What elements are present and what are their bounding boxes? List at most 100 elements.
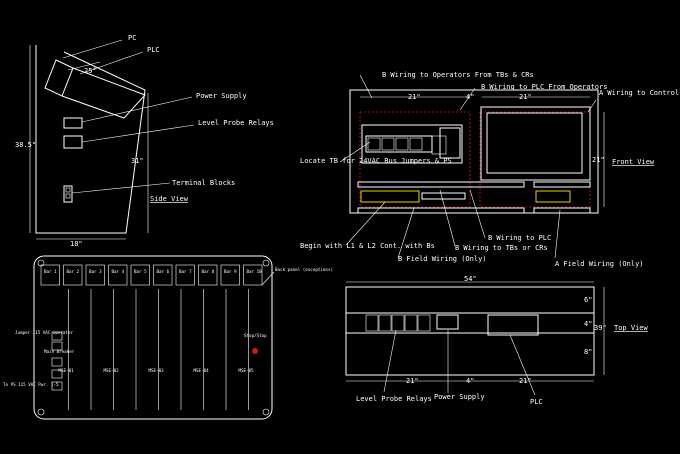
top-view-band xyxy=(345,312,595,334)
dim-d3: 8" xyxy=(584,348,592,356)
leader-b-plc xyxy=(469,189,486,239)
label-terminal-blocks: Terminal Blocks xyxy=(172,179,235,187)
dim-angle: 25° xyxy=(84,67,97,75)
label-top-relays: Level Probe Relays xyxy=(356,395,432,403)
channel-label: Bar 6 xyxy=(157,269,170,274)
dim-mid: 31" xyxy=(131,157,144,165)
dim-d2: 4" xyxy=(584,320,592,328)
rail-bottom-right xyxy=(533,207,591,214)
leader-terminal xyxy=(71,182,171,194)
terminal-block-cell xyxy=(65,187,71,193)
channel-label: Bar 4 xyxy=(112,269,125,274)
relay-1 xyxy=(367,137,381,151)
channel-code: MSE-01 xyxy=(59,368,75,373)
red-zone-left xyxy=(359,111,471,208)
dim-b3: 21" xyxy=(519,377,532,385)
relay-box xyxy=(63,135,83,149)
pc-panel-frame xyxy=(480,106,591,181)
label-stop-button: Stop/Stop xyxy=(244,333,267,338)
channel-header xyxy=(243,264,263,286)
panel-outline xyxy=(33,255,273,420)
label-power-supply: Power Supply xyxy=(196,92,247,100)
terminal-block-cell xyxy=(65,193,71,199)
switch-5 xyxy=(51,381,63,391)
channel-code: MSE-04 xyxy=(194,368,210,373)
side-view-title: Side View xyxy=(150,195,189,203)
channel-label: Bar 5 xyxy=(134,269,147,274)
dim-width: 54" xyxy=(464,275,477,283)
dim-mid: 4" xyxy=(466,93,474,101)
terminal-strip-right xyxy=(535,190,571,203)
leader-pc xyxy=(62,39,123,59)
front-view: 21" 4" 21" 21" B Wiring to Operators Fro… xyxy=(300,71,680,268)
leader-locate-tb xyxy=(339,141,371,163)
label-begin: Begin with L1 & L2 Cont. with Bs xyxy=(300,242,435,250)
channel-label: Bar 2 xyxy=(67,269,80,274)
dim-base: 18" xyxy=(70,240,83,248)
channel-header xyxy=(198,264,218,286)
rail-bottom-left xyxy=(357,207,525,214)
switch-4 xyxy=(51,369,63,379)
stop-button-lamp xyxy=(252,348,258,354)
side-view: 38.5" 18" 25° 31" PC PLC Power Supply Le… xyxy=(15,34,274,248)
channel-label: Bar 9 xyxy=(224,269,237,274)
top-power-supply xyxy=(436,314,459,330)
top-relay-3 xyxy=(391,314,405,332)
label-to-ps: To PS 115 VAC Pwr. 1-5 xyxy=(3,382,59,387)
channel-header xyxy=(108,264,128,286)
leader-begin xyxy=(345,201,386,246)
channel-header xyxy=(130,264,150,286)
panel-screw-br xyxy=(262,408,270,416)
relay-2 xyxy=(381,137,395,151)
pc-monitor-screen xyxy=(486,112,583,174)
channel-code: MSE-05 xyxy=(239,368,255,373)
relay-3 xyxy=(395,137,409,151)
label-main-breaker: Main Breaker xyxy=(44,349,75,354)
label-locate-tb-text: Locate TB for 24VAC Bus Jumpers & PS xyxy=(300,157,452,165)
top-relay-4 xyxy=(404,314,418,332)
label-wiring-top: B Wiring to Operators From TBs & CRs xyxy=(382,71,534,79)
channel-label: Bar 8 xyxy=(202,269,215,274)
leader-plc xyxy=(79,51,144,75)
channel-label: Bar 10 xyxy=(247,269,263,274)
monitor-arm xyxy=(61,67,146,119)
label-pc: PC xyxy=(128,34,136,42)
channel-code: MSE-03 xyxy=(149,368,165,373)
power-supply-box xyxy=(63,117,83,129)
leader-wiring-top xyxy=(359,74,373,99)
channel-header xyxy=(63,264,83,286)
channel-code: MSE-02 xyxy=(104,368,120,373)
label-back-panel: Back panel (exceptions) xyxy=(275,267,333,272)
label-a-field: A Field Wiring (Only) xyxy=(555,260,644,268)
leader-relays xyxy=(81,124,195,143)
rail-top xyxy=(357,181,525,188)
label-b-tbs: B Wiring to TBs or CRs xyxy=(455,244,548,252)
dim-right: 21" xyxy=(519,93,532,101)
label-level-probe-relays-text: Level Probe Relays xyxy=(198,119,274,127)
label-b-plc: B Wiring to PLC xyxy=(488,234,551,242)
label-top-power: Power Supply xyxy=(434,393,485,401)
label-wiring-plc: B Wiring to PLC From Operators xyxy=(481,83,607,91)
label-locate-tb: Locate TB for 24VAC Bus Jumpers & PS xyxy=(300,157,452,165)
leader-top-relays xyxy=(383,329,397,393)
leader-wiring-plc xyxy=(459,87,476,111)
switch-1 xyxy=(51,331,63,341)
channel-header xyxy=(153,264,173,286)
rail-top-right xyxy=(533,181,591,188)
top-view-title: Top View xyxy=(614,324,649,332)
dim-left: 21" xyxy=(408,93,421,101)
label-wiring-controllers: A Wiring to Controllers & PS xyxy=(599,89,680,97)
switch-2 xyxy=(51,341,63,351)
channel-header xyxy=(175,264,195,286)
channel-header xyxy=(40,264,60,286)
label-plc: PLC xyxy=(147,46,160,54)
top-relay-5 xyxy=(417,314,431,332)
tb-left xyxy=(421,192,466,200)
channel-label: Bar 7 xyxy=(179,269,192,274)
channel-header xyxy=(85,264,105,286)
leader-power xyxy=(81,96,193,123)
leader-b-field xyxy=(397,207,415,259)
terminal-strip-left xyxy=(360,190,420,203)
